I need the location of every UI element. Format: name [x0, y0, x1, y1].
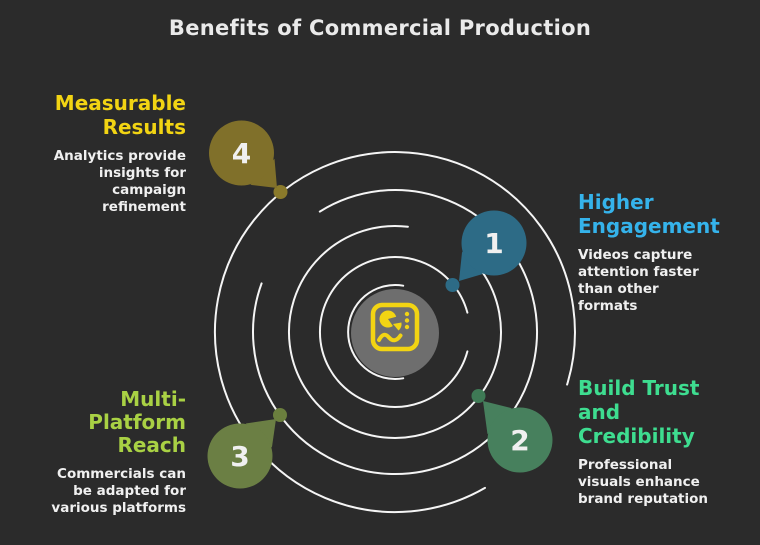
- pie-chart-icon: [379, 310, 397, 328]
- step-1-dot: [445, 278, 460, 292]
- step-2-description: Professional visuals enhance brand reput…: [578, 457, 709, 507]
- step-3-dot: [273, 408, 287, 422]
- icon-dot: [404, 324, 410, 330]
- step-3-bubble: 3: [207, 419, 276, 489]
- step-4-bubble: 4: [209, 120, 277, 188]
- step-2-bubble: 2: [483, 401, 553, 473]
- step-3-text-block: Multi- Platform Reach Commercials can be…: [26, 388, 186, 517]
- trend-wave-icon: [377, 332, 403, 343]
- step-2-dot: [471, 389, 486, 403]
- step-1-bubble: 1: [459, 210, 527, 281]
- step-1-description: Videos capture attention faster than oth…: [578, 247, 699, 314]
- step-4-text-block: Measurable Results Analytics provide ins…: [25, 91, 186, 216]
- spiral-arc: [347, 284, 405, 380]
- pie-slice-icon: [393, 322, 402, 331]
- spiral-arc: [287, 225, 502, 439]
- page-title: Benefits of Commercial Production: [168, 16, 592, 40]
- bubble-circle: [207, 423, 273, 489]
- step-4-dot: [273, 185, 288, 199]
- step-1-text-block: Higher Engagement Videos capture attenti…: [578, 190, 750, 315]
- step-2-text-block: Build Trust and Credibility Professional…: [578, 376, 754, 508]
- step-1-number: 1: [484, 227, 503, 260]
- step-1-title: Higher Engagement: [578, 190, 720, 238]
- bubble-circle: [487, 407, 553, 473]
- bubble-circle: [209, 120, 274, 186]
- step-3-description: Commercials can be adapted for various p…: [51, 466, 186, 516]
- step-2-title: Build Trust and Credibility: [578, 376, 700, 448]
- step-4-title: Measurable Results: [54, 91, 186, 139]
- step-2-number: 2: [510, 424, 529, 457]
- analytics-dashboard-icon: [370, 302, 420, 352]
- spiral-arc: [318, 256, 469, 408]
- icon-dot: [404, 311, 410, 317]
- center-circle: [351, 289, 439, 377]
- step-4-description: Analytics provide insights for campaign …: [53, 148, 186, 215]
- icon-dot: [404, 318, 410, 323]
- step-3-number: 3: [230, 440, 249, 473]
- step-3-title: Multi- Platform Reach: [88, 387, 186, 457]
- step-4-number: 4: [232, 137, 251, 170]
- bubble-circle: [461, 210, 527, 276]
- bubble-tail: [459, 251, 483, 281]
- icon-frame: [370, 302, 420, 352]
- spiral-arc: [213, 151, 576, 513]
- center-hub: [351, 289, 439, 377]
